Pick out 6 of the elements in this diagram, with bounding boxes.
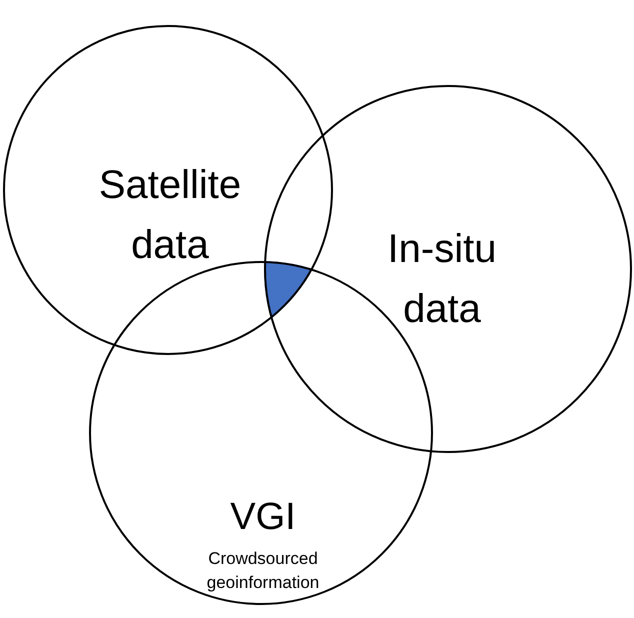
set-label: In-situ data [386,226,498,333]
venn-circle [3,25,333,355]
set-label: VGI [229,495,297,540]
venn-circle [264,85,632,453]
set-description: Crowdsourced geoinformation [206,548,320,594]
set-label: Satellite data [98,162,242,269]
